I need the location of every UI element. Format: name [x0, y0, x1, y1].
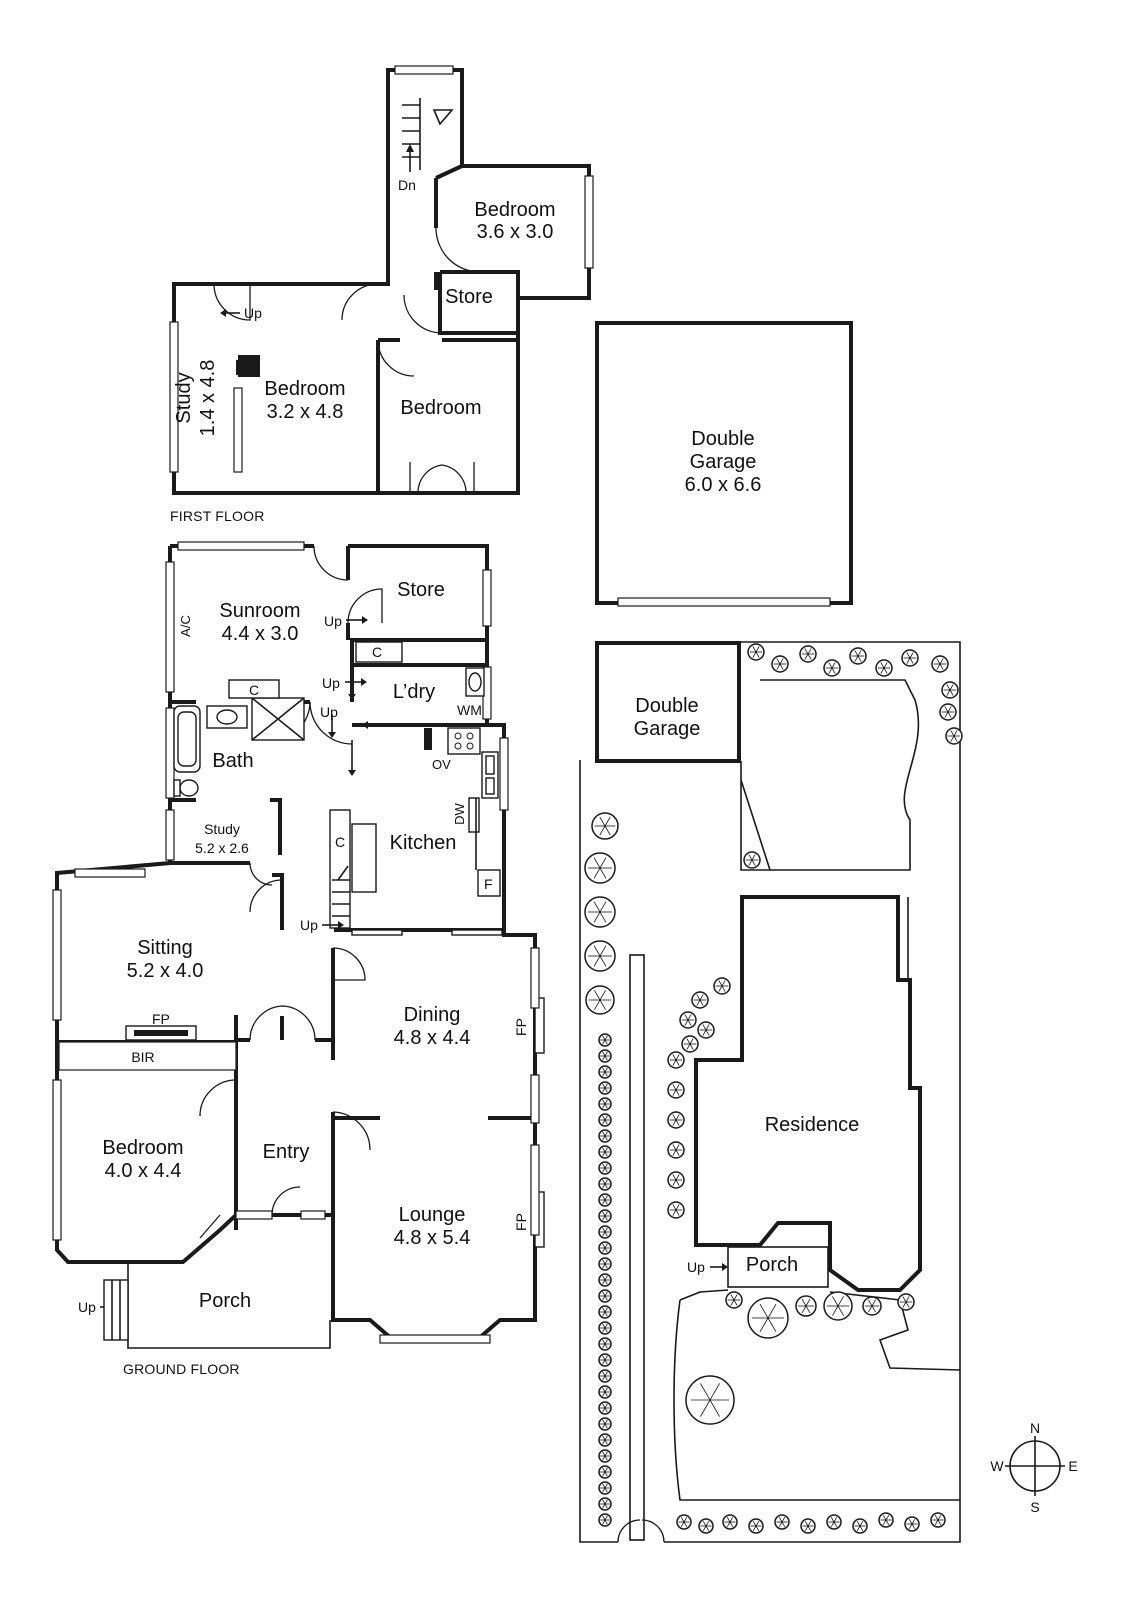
- residence-label: Residence: [765, 1114, 860, 1136]
- ground-floor-plan: A/C Up Up Up Up Up C C C WM OV DW F FP F…: [52, 541, 545, 1377]
- residence-porch-label: Porch: [746, 1254, 798, 1276]
- compass-west: W: [990, 1458, 1004, 1474]
- room-name-bedroom-ground: Bedroom: [102, 1137, 183, 1159]
- garage-large-line1: Double: [691, 428, 754, 450]
- bir-label: BIR: [131, 1049, 154, 1065]
- garage-large-line2: Garage: [690, 451, 757, 473]
- room-name-store-first: Store: [445, 286, 493, 308]
- first-floor-plan: Dn Up Bedroom 3.6 x 3.0 Store Bedroom 3.…: [169, 65, 594, 524]
- room-name-kitchen: Kitchen: [390, 832, 457, 854]
- room-name-sitting: Sitting: [137, 937, 193, 959]
- site-plan: Double Garage Residence Porch Up N S E W: [579, 641, 1078, 1543]
- room-size-sitting: 5.2 x 4.0: [127, 960, 204, 982]
- garage-small-line2: Garage: [634, 718, 701, 740]
- stair-down-label: Dn: [398, 177, 416, 193]
- cupboard-label-bath: C: [249, 682, 259, 698]
- oven-label: OV: [432, 757, 451, 772]
- room-size-bedroom-ground: 4.0 x 4.4: [105, 1160, 182, 1182]
- room-name-lounge: Lounge: [399, 1204, 466, 1226]
- cupboard-label-kitchen: C: [335, 834, 345, 850]
- room-name-porch-ground: Porch: [199, 1290, 251, 1312]
- ac-label: A/C: [178, 615, 193, 637]
- room-name-laundry: L’dry: [393, 681, 435, 703]
- up-label-kitchen: Up: [300, 917, 318, 933]
- compass-south: S: [1030, 1499, 1039, 1515]
- room-name-study-first: Study: [173, 372, 195, 423]
- stair-up-label: Up: [244, 305, 262, 321]
- up-label-sunroom: Up: [324, 613, 342, 629]
- double-garage-large: Double Garage 6.0 x 6.6: [595, 321, 853, 607]
- residence-outline: [694, 895, 922, 1292]
- up-label-residence: Up: [687, 1259, 705, 1275]
- fireplace-label-dining: FP: [513, 1018, 529, 1036]
- chimney-block: [238, 355, 260, 377]
- room-name-bedroom-main: Bedroom: [264, 378, 345, 400]
- garage-small-line1: Double: [635, 695, 698, 717]
- garage-large-size: 6.0 x 6.6: [685, 474, 762, 496]
- room-name-bath: Bath: [212, 750, 253, 772]
- wm-label: WM: [457, 702, 482, 718]
- landscaping-trees: [584, 643, 963, 1534]
- up-label-laundry: Up: [322, 675, 340, 691]
- room-name-store-ground: Store: [397, 579, 445, 601]
- first-floor-caption: FIRST FLOOR: [170, 508, 265, 524]
- room-name-bedroom-east: Bedroom: [400, 397, 481, 419]
- room-name-entry: Entry: [263, 1141, 310, 1163]
- fridge-label: F: [484, 876, 493, 892]
- cupboard-label-laundry: C: [372, 644, 382, 660]
- property-boundary: [579, 641, 961, 1543]
- room-name-study-ground: Study: [204, 821, 240, 837]
- room-size-lounge: 4.8 x 5.4: [394, 1227, 471, 1249]
- compass-rose: N S E W: [990, 1420, 1077, 1515]
- first-floor-stair: [402, 98, 454, 172]
- dishwasher-label: DW: [452, 802, 467, 824]
- room-size-bedroom-ne: 3.6 x 3.0: [477, 221, 554, 243]
- room-size-study-first: 1.4 x 4.8: [197, 360, 219, 437]
- compass-east: E: [1068, 1458, 1077, 1474]
- room-name-sunroom: Sunroom: [219, 600, 300, 622]
- up-label-bath: Up: [320, 704, 338, 720]
- compass-north: N: [1030, 1420, 1040, 1436]
- up-label-porch: Up: [78, 1299, 96, 1315]
- room-size-bedroom-main: 3.2 x 4.8: [267, 401, 344, 423]
- first-floor-partitions: [174, 164, 520, 493]
- ground-floor-caption: GROUND FLOOR: [123, 1361, 240, 1377]
- fireplace-label-sitting: FP: [152, 1011, 170, 1027]
- fireplace-label-lounge: FP: [513, 1213, 529, 1231]
- room-name-dining: Dining: [404, 1004, 461, 1026]
- room-name-bedroom-ne: Bedroom: [474, 199, 555, 221]
- room-size-sunroom: 4.4 x 3.0: [222, 623, 299, 645]
- room-size-dining: 4.8 x 4.4: [394, 1027, 471, 1049]
- room-size-study-ground: 5.2 x 2.6: [195, 840, 249, 856]
